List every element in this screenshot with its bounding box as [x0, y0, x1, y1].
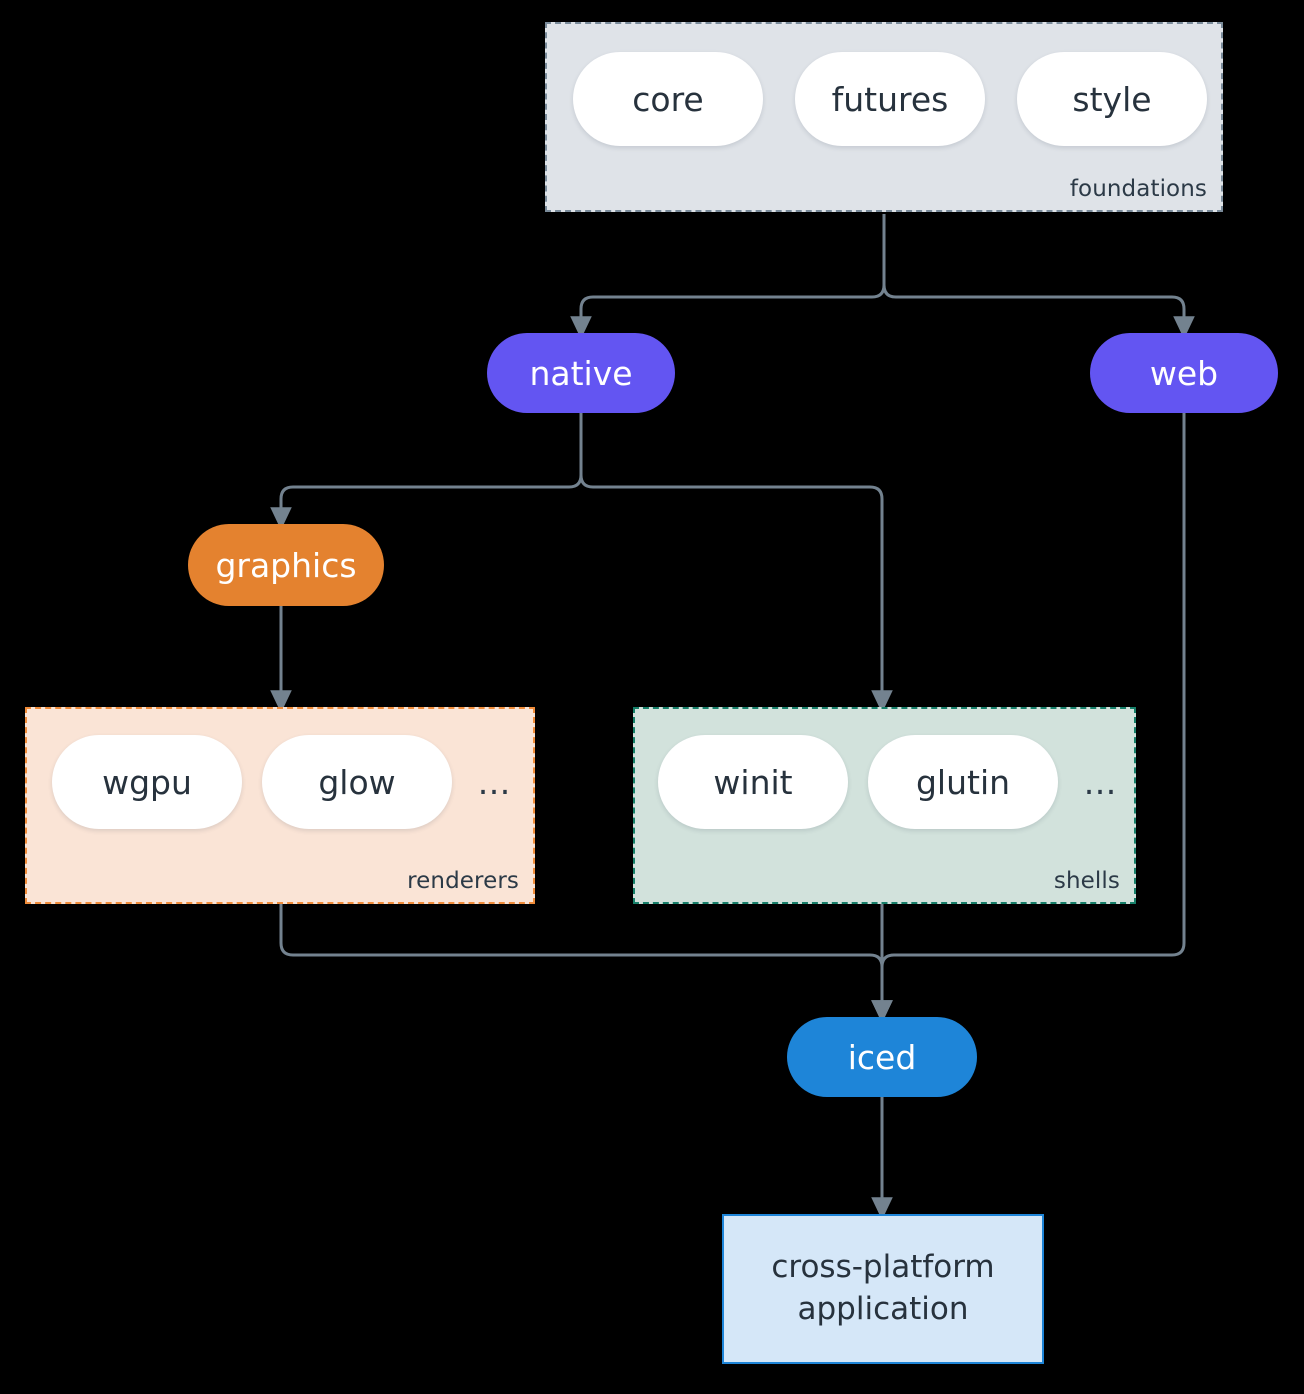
cluster-shells: winit glutin … shells — [633, 707, 1136, 904]
cluster-foundations: core futures style foundations — [545, 22, 1223, 212]
edge-native-graphics — [270, 413, 583, 531]
leaf-style[interactable]: style — [1017, 52, 1207, 146]
cluster-label-renderers: renderers — [407, 868, 519, 894]
shells-ellipsis: … — [1083, 762, 1117, 802]
leaf-wgpu[interactable]: wgpu — [52, 735, 242, 829]
node-web[interactable]: web — [1090, 333, 1278, 413]
renderers-ellipsis: … — [477, 762, 511, 802]
edge-renderers-iced — [279, 904, 893, 1024]
app-label-line2: application — [797, 1291, 969, 1327]
cluster-label-foundations: foundations — [1069, 176, 1207, 202]
node-native[interactable]: native — [487, 333, 675, 413]
edge-foundations-native — [570, 214, 886, 340]
leaf-core[interactable]: core — [573, 52, 763, 146]
cluster-label-shells: shells — [1053, 868, 1120, 894]
node-cross-platform-application[interactable]: cross-platform application — [722, 1214, 1044, 1364]
leaf-winit[interactable]: winit — [658, 735, 848, 829]
leaf-glutin[interactable]: glutin — [868, 735, 1058, 829]
app-label-line1: cross-platform — [771, 1249, 995, 1286]
leaf-glow[interactable]: glow — [262, 735, 452, 829]
edge-foundations-web — [882, 214, 1195, 340]
edge-native-shells — [579, 413, 893, 714]
leaf-futures[interactable]: futures — [795, 52, 985, 146]
cluster-renderers: wgpu glow … renderers — [25, 707, 535, 904]
node-iced[interactable]: iced — [787, 1017, 977, 1097]
node-graphics[interactable]: graphics — [188, 524, 384, 606]
